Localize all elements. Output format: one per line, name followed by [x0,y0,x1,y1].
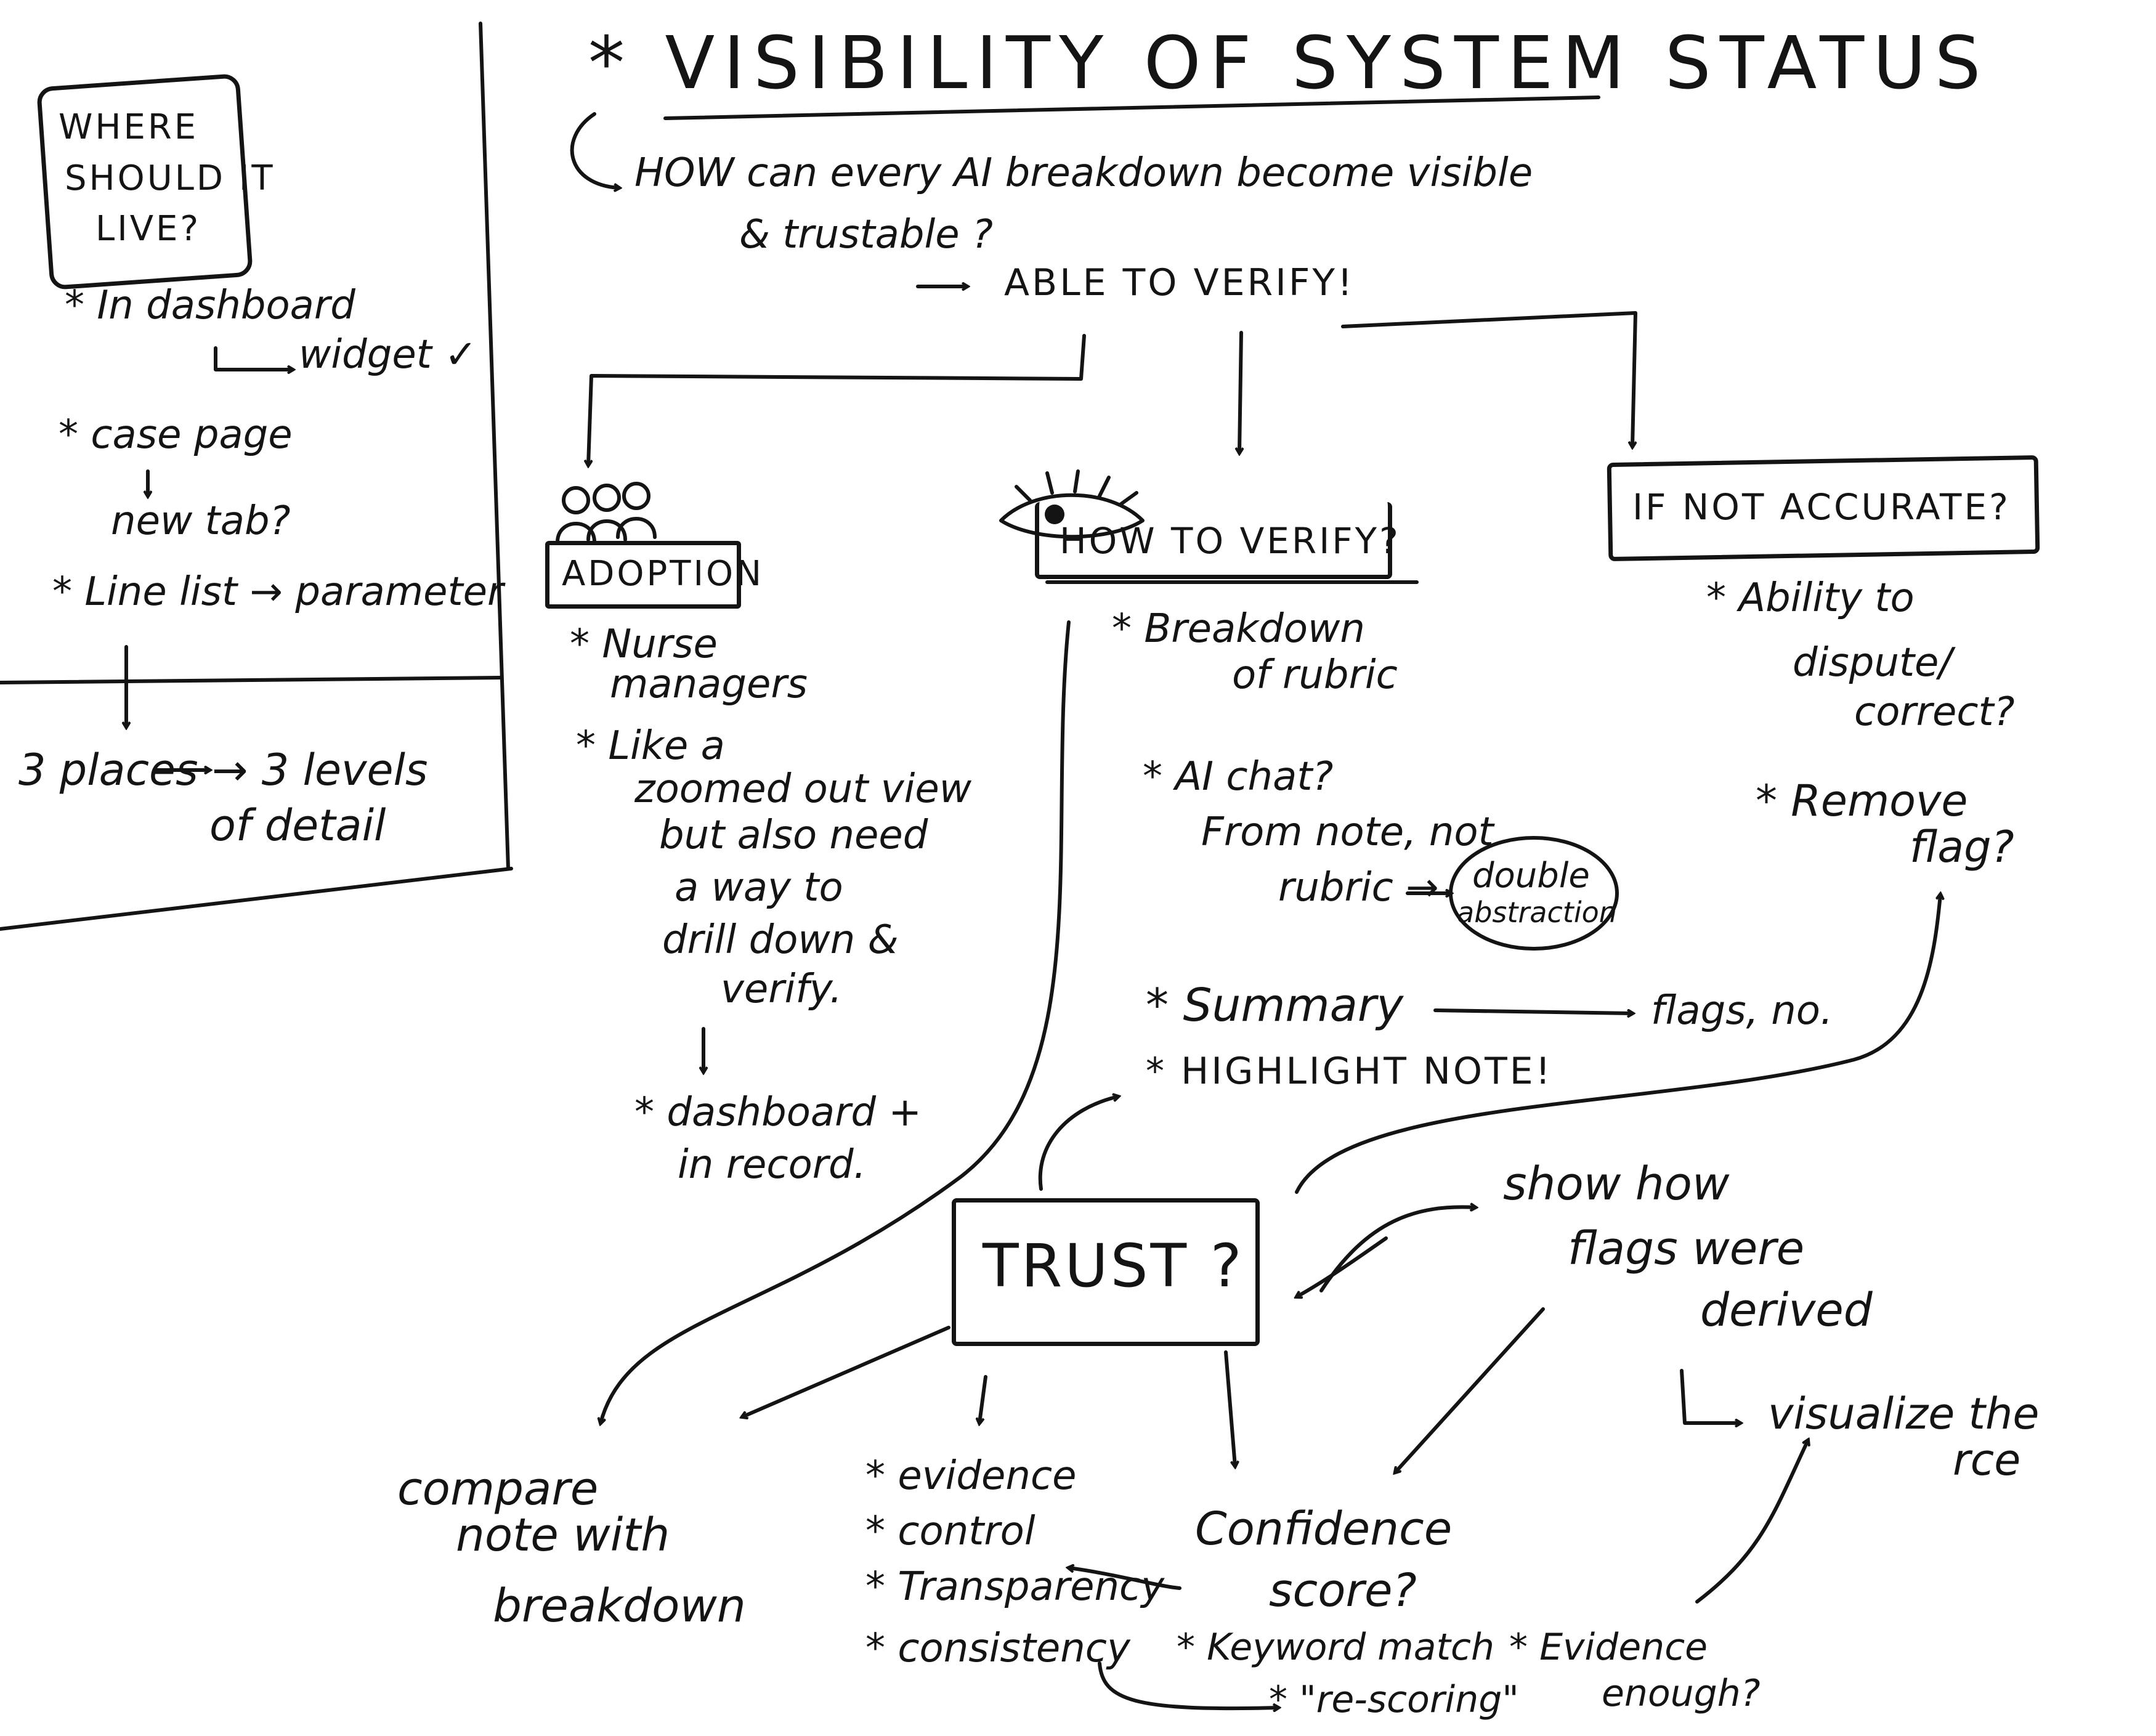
accuracy-note-4: * Remove [1756,776,1968,826]
trust-to-show-flags-arrow [1319,1207,1475,1292]
compare-2: note with [456,1509,670,1562]
branch-accuracy [1341,311,1637,447]
confidence-2: score? [1269,1564,1417,1617]
verify-note-3: * AI chat? [1143,754,1334,800]
double-abstraction-circle [1449,836,1619,951]
left-item-case-page: * case page [59,412,293,458]
trust-to-confidence-arrow [1224,1350,1235,1466]
double-abstraction-2: abstraction [1457,896,1617,929]
evidence-enough-2: enough? [1602,1672,1761,1715]
adoption-note-1: * Nurse [570,622,718,667]
re-scoring: * "re-scoring" [1269,1678,1519,1721]
verify-summary: * Summary [1146,979,1404,1032]
adoption-result-2: in record. [678,1142,866,1188]
left-panel-divider [479,22,510,870]
verify-note-1: * Breakdown [1112,606,1365,652]
show-flags-3: derived [1700,1284,1873,1337]
left-item-new-tab: new tab? [111,498,291,544]
verify-box [1035,502,1392,579]
left-item-line-list: * Line list → parameter [52,569,504,615]
accuracy-note-5: flag? [1910,822,2014,872]
adoption-label: ADOPTION [562,554,764,594]
adoption-note-8: verify. [721,967,843,1012]
title-arrow [570,112,619,188]
consistency-to-rescoring-arrow [1098,1661,1278,1708]
adoption-note-6: a way to [675,865,843,911]
where-label-3: LIVE? [95,209,201,249]
adoption-box [545,541,741,609]
adoption-note-4: zoomed out view [634,766,972,812]
show-flags-to-trust-arrow [1297,1236,1388,1297]
question-line-1: HOW can every AI breakdown become visibl… [634,150,1533,196]
verify-note-2: of rubric [1232,652,1398,698]
adoption-note-3: * Like a [576,723,725,769]
summary-flags: flags, no. [1651,988,1833,1034]
double-abstraction-1: double [1472,856,1590,896]
visualize-1: visualize the [1768,1389,2040,1439]
question-line-2: & trustable ? [739,212,993,258]
quality-consistency: * consistency [865,1626,1130,1671]
verify-answer: ABLE TO VERIFY! [1004,261,1355,304]
left-panel-bottomline [0,867,513,931]
evidence-to-visualize-arrow [1695,1440,1808,1604]
left-item-dashboard: * In dashboard [65,283,355,328]
verify-note-5: rubric → [1278,865,1439,911]
adoption-result-1: * dashboard + [634,1090,922,1135]
left-item-widget: widget ✓ [299,332,477,378]
branch-adoption [588,334,1086,465]
accuracy-note-1: * Ability to [1706,575,1915,621]
widget-arrow [214,346,293,370]
quality-control: * control [865,1509,1035,1554]
accuracy-note-3: correct? [1854,689,2015,735]
summary-arrow [1433,1008,1632,1013]
eye-icon [999,469,1145,539]
where-label-1: WHERE [59,107,199,147]
show-flags-to-confidence-arrow [1395,1307,1545,1472]
title-underline [663,95,1600,120]
where-label-2: SHOULD IT [65,158,275,198]
compare-3: breakdown [493,1580,746,1633]
evidence-enough-1: * Evidence [1509,1626,1708,1669]
not-accurate-label: IF NOT ACCURATE? [1632,486,2011,528]
trust-box [952,1198,1260,1346]
trust-to-highlight-arrow [1038,1097,1118,1191]
branch-verify [1239,331,1241,453]
trust-to-qualities-arrow [979,1375,987,1423]
adoption-note-2: managers [610,662,808,707]
trust-label: TRUST ? [983,1231,1244,1300]
trust-to-compare-arrow [742,1326,950,1417]
adoption-note-5: but also need [659,813,928,858]
left-bottom-line-1: 3 places → 3 levels [18,745,428,795]
left-bottom-line-2: of detail [209,800,386,851]
left-panel-midline [0,676,502,684]
visualize-2: rce [1953,1435,2021,1485]
accuracy-note-2: dispute/ [1793,640,1952,686]
confidence-1: Confidence [1195,1503,1453,1556]
keyword-match: * Keyword match [1177,1626,1495,1669]
compare-1: compare [397,1462,599,1515]
highlight-note: * HIGHLIGHT NOTE! [1146,1050,1553,1093]
trust-to-remove-flag-arrow [1295,894,1940,1194]
confidence-to-transparency-arrow [1069,1568,1181,1590]
quality-evidence: * evidence [865,1453,1077,1499]
quality-transparency: * Transparency [865,1564,1165,1610]
adoption-note-7: drill down & [662,917,899,963]
page-title: * VISIBILITY OF SYSTEM STATUS [588,20,1990,105]
show-flags-1: show how [1503,1158,1730,1211]
verify-note-4: From note, not [1201,809,1494,855]
verify-to-compare-line [601,620,1071,1423]
derived-to-visualize-arrow [1680,1369,1740,1423]
verify-label: HOW TO VERIFY? [1060,520,1401,562]
show-flags-2: flags were [1568,1222,1805,1275]
people-icon [556,482,657,544]
